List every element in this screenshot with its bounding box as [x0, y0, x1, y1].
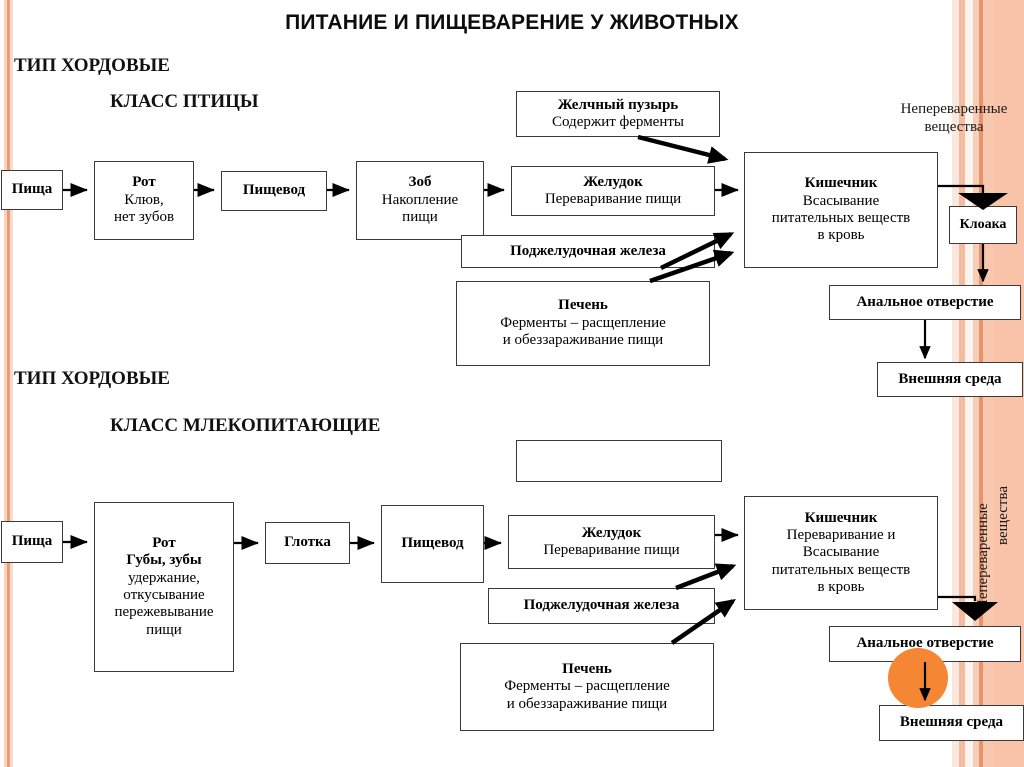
box-title: Поджелудочная железа: [523, 597, 680, 614]
birds-box-esophagus[interactable]: Пищевод: [221, 171, 327, 211]
page-title: ПИТАНИЕ И ПИЩЕВАРЕНИЕ У ЖИВОТНЫХ: [285, 11, 739, 34]
birds-box-pancreas[interactable]: Поджелудочная железа: [461, 235, 715, 268]
box-title: Рот: [132, 174, 156, 191]
box-subtitle: Переваривание пищи: [544, 191, 682, 207]
mammals-class-heading: КЛАСС МЛЕКОПИТАЮЩИЕ: [110, 415, 381, 436]
mammals-box-pharynx[interactable]: Глотка: [265, 522, 350, 564]
box-title: Поджелудочная железа: [510, 242, 666, 259]
birds-box-anus[interactable]: Анальное отверстие: [829, 285, 1021, 320]
birds-box-environment[interactable]: Внешняя среда: [877, 362, 1023, 397]
box-title: Анальное отверстие: [856, 635, 994, 652]
box-subtitle: Переваривание пищи: [543, 542, 680, 558]
box-title: Пища: [11, 533, 53, 550]
box-subtitle: Клюв,нет зубов: [113, 191, 175, 226]
birds-box-gallbladder[interactable]: Желчный пузырь Содержит ферменты: [516, 91, 720, 137]
orange-circle-highlight: [888, 648, 948, 708]
birds-box-mouth[interactable]: Рот Клюв,нет зубов: [94, 161, 194, 240]
box-title: Пища: [11, 181, 53, 198]
box-title: Зоб: [408, 174, 432, 191]
left-edge-stripe-core: [7, 0, 10, 767]
box-title: Клоака: [959, 216, 1007, 232]
mammals-box-environment[interactable]: Внешняя среда: [879, 705, 1024, 741]
left-edge-stripe: [4, 0, 7, 767]
arrow-mammals-pancreas-intestine: [675, 563, 737, 591]
box-title: Желудок: [581, 524, 642, 541]
mammals-box-stomach[interactable]: Желудок Переваривание пищи: [508, 515, 715, 569]
box-title: Анальное отверстие: [856, 293, 994, 310]
box-title: Глотка: [284, 534, 331, 551]
box-title: Кишечник: [804, 509, 878, 526]
mammals-box-esophagus[interactable]: Пищевод: [381, 505, 484, 583]
mammals-label-undigested-line2: вещества: [995, 486, 1011, 545]
mammals-box-empty[interactable]: [516, 440, 722, 482]
box-title: Внешняя среда: [898, 370, 1002, 387]
mammals-box-pancreas[interactable]: Поджелудочная железа: [488, 588, 715, 624]
box-title: Желчный пузырь: [557, 96, 679, 113]
birds-type-heading: ТИП ХОРДОВЫЕ: [14, 55, 170, 76]
left-edge-stripe-fade: [10, 0, 13, 767]
birds-class-heading: КЛАСС ПТИЦЫ: [110, 91, 259, 112]
mammals-box-food[interactable]: Пища: [1, 521, 63, 563]
box-title: Желудок: [583, 173, 643, 190]
box-title: Кишечник: [804, 175, 878, 192]
box-title: Внешняя среда: [899, 714, 1004, 731]
box-title: Печень: [562, 660, 612, 677]
box-title: Пищевод: [242, 182, 306, 199]
arrow-birds-gallbladder-intestine: [637, 134, 729, 164]
mammals-type-heading: ТИП ХОРДОВЫЕ: [14, 368, 170, 389]
birds-box-stomach[interactable]: Желудок Переваривание пищи: [511, 166, 715, 216]
box-title: Пищевод: [401, 535, 464, 552]
birds-box-cloaca[interactable]: Клоака: [949, 206, 1017, 244]
box-title: Печень: [558, 297, 608, 314]
box-subtitle: Содержит ферменты: [551, 114, 685, 130]
mammals-label-undigested-line1: Непереваренные: [975, 503, 991, 610]
birds-box-food[interactable]: Пища: [1, 170, 63, 210]
